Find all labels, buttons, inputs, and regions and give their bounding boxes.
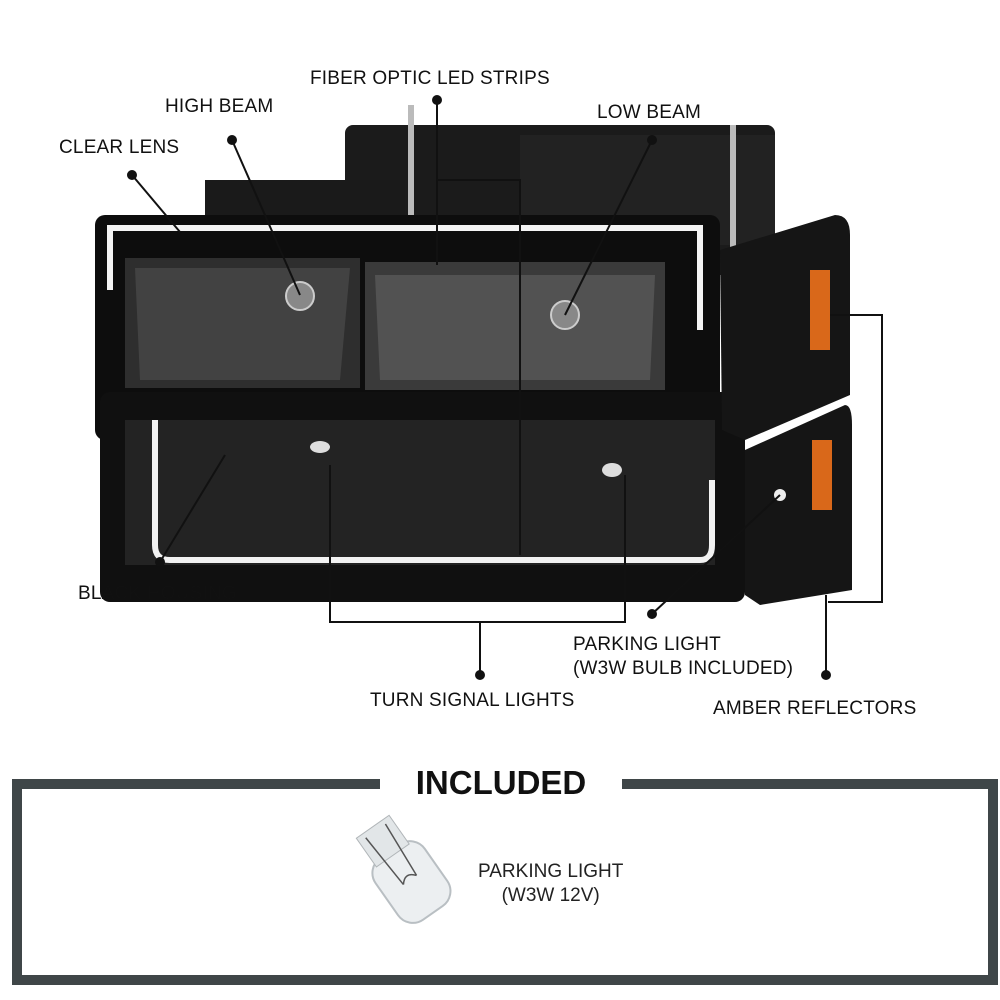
included-frame-gap (380, 770, 622, 800)
amber-reflector-lower (812, 440, 832, 510)
upper-headlamp (95, 215, 720, 440)
label-parking-light: PARKING LIGHT (573, 634, 721, 655)
label-clear-lens: CLEAR LENS (59, 137, 180, 158)
leader-dots (127, 95, 831, 680)
amber-reflector-upper (810, 270, 830, 350)
included-title: INCLUDED (415, 764, 587, 801)
label-fiber-optic-led-strips: FIBER OPTIC LED STRIPS (310, 68, 550, 89)
label-low-beam: LOW BEAM (597, 102, 702, 123)
corner-lamps (720, 215, 852, 605)
label-parking-light-bulb: (W3W BULB INCLUDED) (573, 658, 794, 679)
included-item-name: PARKING LIGHT (478, 861, 624, 882)
included-item-spec: (W3W 12V) (501, 885, 600, 906)
label-amber-reflectors: AMBER REFLECTORS (713, 698, 917, 719)
label-high-beam: HIGH BEAM (165, 96, 274, 117)
lower-turn-signal-lamp (100, 392, 745, 602)
leader-lines (131, 100, 883, 675)
included-item-label: PARKING LIGHT (W3W 12V) (478, 860, 623, 908)
label-turn-signal-lights: TURN SIGNAL LIGHTS (370, 690, 575, 711)
label-black-housing: BLACK HOUSING (78, 583, 237, 604)
